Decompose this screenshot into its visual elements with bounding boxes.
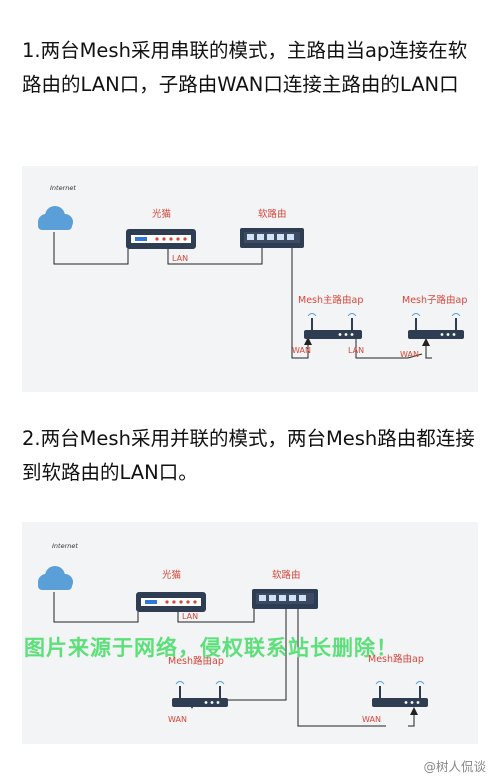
cloud-icon [38,206,73,230]
lan-label: LAN [348,346,364,355]
internet-label: Internet [52,542,78,550]
section1-heading: 1.两台Mesh采用串联的模式，主路由当ap连接在软路由的LAN口，子路由WAN… [22,39,468,96]
section2-heading: 2.两台Mesh采用并联的模式，两台Mesh路由都连接到软路由的LAN口。 [22,427,475,484]
mesh-main-label: Mesh主路由ap [298,294,363,306]
cloud-icon [38,566,73,590]
wan-label: WAN [292,346,311,355]
modem-label: 光猫 [162,569,181,581]
soft-router-device [240,228,304,248]
mesh-b-device [372,681,428,707]
mesh-b-label: Mesh路由ap [368,653,424,665]
internet-label: Internet [50,184,76,192]
lan-label: LAN [182,612,198,621]
author-credit: @树人侃谈 [423,759,486,774]
mesh-a-device [172,681,228,707]
mesh-sub-device [408,313,464,339]
soft-router-device [252,589,318,609]
modem-device [126,229,196,249]
parallel-diagram: Internet 光猫 软路由 [22,522,478,744]
serial-diagram: Internet 光猫 软路由 [22,166,478,392]
mesh-main-device [304,313,362,339]
lan-label: LAN [172,254,188,263]
mesh-sub-label: Mesh子路由ap [402,294,467,306]
modem-label: 光猫 [152,208,171,220]
wan-label: WAN [362,715,381,724]
mesh-a-label: Mesh路由ap [168,655,224,667]
modem-device [136,592,206,612]
watermark-text: 图片来源于网络，侵权联系站长删除！ [24,636,398,660]
wan-label: WAN [168,715,187,724]
soft-router-label: 软路由 [272,569,301,581]
wan-label: WAN [400,350,419,359]
soft-router-label: 软路由 [258,208,287,220]
